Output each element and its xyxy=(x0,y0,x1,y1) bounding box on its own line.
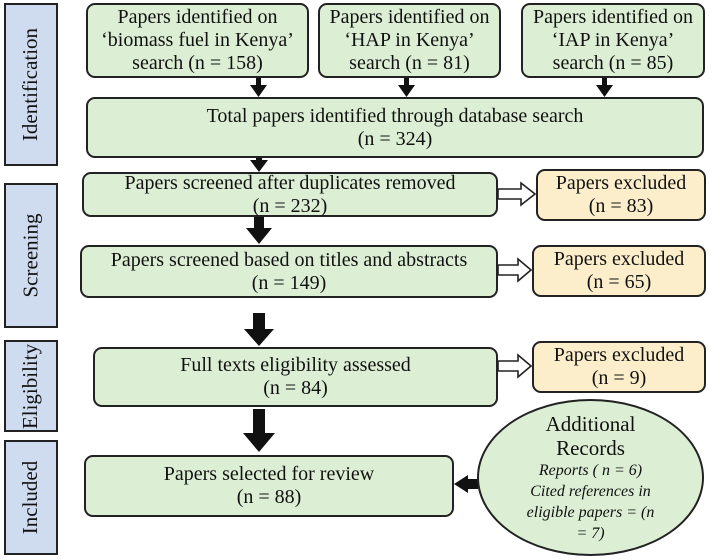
titles-abstracts-box: Papers screened based on titles and abst… xyxy=(80,245,498,298)
stage-label-eligibility: Eligibility xyxy=(4,340,58,432)
arrow-iap-to-total xyxy=(596,76,613,97)
additional-title-2: Records xyxy=(556,435,625,460)
search-box-iap: Papers identified on ‘IAP in Kenya’ sear… xyxy=(521,3,705,78)
excluded-box-1: Papers excluded (n = 83) xyxy=(536,169,706,221)
total-papers-line2: (n = 324) xyxy=(357,127,433,150)
excluded-box-3: Papers excluded (n = 9) xyxy=(532,341,706,393)
titles-abstracts-line2: (n = 149) xyxy=(251,271,327,294)
additional-line-3: eligible papers = (n xyxy=(526,503,655,521)
excluded-3-count: (n = 9) xyxy=(591,367,647,389)
arrow-abstract-screening-to-eligibility xyxy=(244,313,274,346)
search-box-iap-line3: search (n = 85) xyxy=(552,52,674,74)
total-papers-line1: Total papers identified through database… xyxy=(206,104,584,127)
total-papers-box: Total papers identified through database… xyxy=(86,97,704,158)
search-box-hap-line2: ‘HAP in Kenya’ xyxy=(344,29,475,51)
search-box-hap-line3: search (n = 81) xyxy=(349,52,470,74)
additional-line-2: Cited references in xyxy=(530,482,651,500)
search-box-biomass-line1: Papers identified on xyxy=(117,6,278,28)
arrow-screening-to-abstract-screening xyxy=(246,216,272,244)
arrow-to-excluded-2 xyxy=(497,257,533,283)
search-box-hap: Papers identified on ‘HAP in Kenya’ sear… xyxy=(318,3,501,78)
additional-title-1: Additional xyxy=(545,411,636,436)
arrow-hap-to-total xyxy=(398,76,415,97)
search-box-iap-line2: ‘IAP in Kenya’ xyxy=(551,29,675,51)
excluded-2-count: (n = 65) xyxy=(586,271,652,293)
search-box-biomass-line3: search (n = 158) xyxy=(132,52,263,74)
search-box-biomass-line2: ‘biomass fuel in Kenya’ xyxy=(101,29,294,51)
search-box-hap-line1: Papers identified on xyxy=(329,6,490,28)
additional-records-ellipse: Additional Records Reports ( n = 6) Cite… xyxy=(477,399,704,556)
duplicates-removed-line2: (n = 232) xyxy=(252,194,328,217)
excluded-2-label: Papers excluded xyxy=(553,248,685,270)
eligibility-line2: (n = 84) xyxy=(263,377,328,399)
included-box: Papers selected for review (n = 88) xyxy=(84,455,454,517)
stage-label-included: Included xyxy=(4,440,58,555)
excluded-1-label: Papers excluded xyxy=(555,172,687,194)
titles-abstracts-line1: Papers screened based on titles and abst… xyxy=(110,248,468,271)
additional-line-1: Reports ( n = 6) xyxy=(538,461,643,479)
arrow-to-excluded-3 xyxy=(497,353,533,379)
duplicates-removed-box: Papers screened after duplicates removed… xyxy=(82,172,498,217)
eligibility-line1: Full texts eligibility assessed xyxy=(180,354,411,376)
excluded-3-label: Papers excluded xyxy=(553,344,685,366)
arrow-biomass-to-total xyxy=(250,76,267,97)
included-line2: (n = 88) xyxy=(236,486,302,508)
included-line1: Papers selected for review xyxy=(163,463,375,485)
excluded-1-count: (n = 83) xyxy=(588,195,654,217)
search-box-iap-line1: Papers identified on xyxy=(533,6,693,28)
arrow-eligibility-to-included xyxy=(243,409,275,452)
eligibility-box: Full texts eligibility assessed (n = 84) xyxy=(93,347,498,407)
duplicates-removed-line1: Papers screened after duplicates removed xyxy=(124,171,456,194)
additional-line-4: = 7) xyxy=(576,524,605,542)
stage-label-identification: Identification xyxy=(4,3,58,166)
stage-label-screening: Screening xyxy=(4,183,58,328)
arrow-total-to-screening xyxy=(250,156,268,172)
arrow-additional-to-included xyxy=(454,475,478,493)
excluded-box-2: Papers excluded (n = 65) xyxy=(532,245,706,297)
search-box-biomass: Papers identified on ‘biomass fuel in Ke… xyxy=(86,3,309,78)
arrow-to-excluded-1 xyxy=(497,181,537,207)
